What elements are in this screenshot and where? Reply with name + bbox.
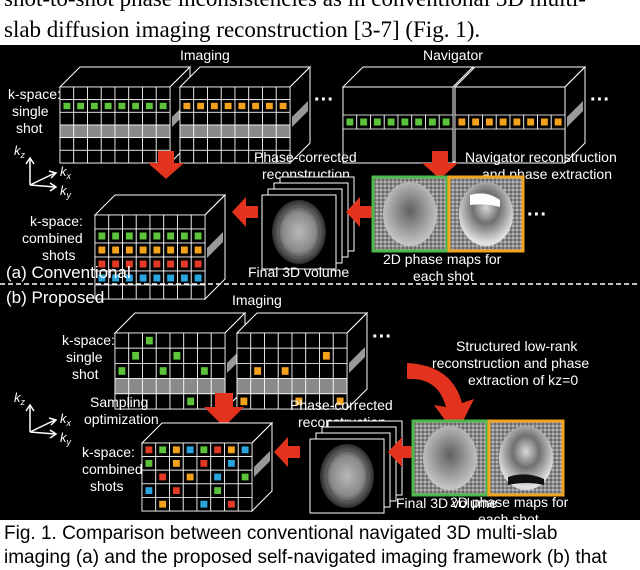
final-volume-label-a: Final 3D volume xyxy=(248,264,349,280)
panel-a-label: (a) Conventional xyxy=(6,263,131,282)
figure-caption-line-2: imaging (a) and the proposed self-naviga… xyxy=(4,547,608,568)
structured-lowrank-label: Structured low-rank reconstruction and p… xyxy=(432,338,593,388)
axes-icon-b xyxy=(25,403,58,439)
arrow-left-a2 xyxy=(346,197,372,227)
kspace-combined-block-a xyxy=(93,193,227,301)
phase-map-b2 xyxy=(487,419,565,497)
kspace-grid-a1 xyxy=(59,86,171,164)
kspace-grid-a2 xyxy=(179,86,291,164)
figure-1: Imaging Navigator ··· xyxy=(0,45,640,520)
phase-map-a1 xyxy=(371,175,449,253)
kx-label-b: kx xyxy=(60,411,72,428)
curved-arrow-b xyxy=(407,363,474,435)
ellipsis-a2: ··· xyxy=(590,89,610,111)
figure-caption-line-1: Fig. 1. Comparison between conventional … xyxy=(4,523,558,544)
navigator-row-1 xyxy=(342,114,454,130)
ellipsis-a1: ··· xyxy=(314,89,334,111)
panel-a-navigator-label: Navigator xyxy=(423,47,483,63)
kspace-block-a2 xyxy=(178,65,312,165)
ellipsis-a3: ··· xyxy=(527,204,547,226)
kspace-single-label-b: k-space: single shot xyxy=(62,332,119,382)
ky-label-b: ky xyxy=(60,430,72,447)
figure-graphic: Imaging Navigator ··· xyxy=(0,47,640,520)
phase-map-a2 xyxy=(447,175,525,253)
kspace-grid-combined-a xyxy=(94,214,206,300)
body-text-line-1: shot-to-shot phase inconsistencies as in… xyxy=(4,0,636,13)
navigator-block-2 xyxy=(453,65,587,165)
ky-label-a: ky xyxy=(60,183,72,200)
final-volume-stack-b xyxy=(309,420,403,514)
panel-b-label: (b) Proposed xyxy=(6,288,104,307)
sampling-optimization-label: Sampling optimization xyxy=(84,394,159,427)
arrow-down-a1 xyxy=(148,151,184,179)
final-volume-label-b: Final 3D volume xyxy=(396,495,497,511)
kspace-combined-label-b: k-space: combined shots xyxy=(82,444,147,494)
kspace-combined-block-b xyxy=(140,421,274,513)
arrow-left-b2 xyxy=(388,437,414,467)
axes-icon-a xyxy=(25,156,58,192)
phase-maps-label-a: 2D phase maps for each shot xyxy=(383,251,505,284)
kspace-grid-b2 xyxy=(236,332,348,410)
kspace-block-b2 xyxy=(235,311,369,411)
kspace-single-label-a: k-space: single shot xyxy=(8,86,65,136)
phase-maps-label-b: 2D phase maps for each shot xyxy=(450,494,572,520)
kspace-grid-combined-b xyxy=(141,442,253,512)
kz-label-b: kz xyxy=(14,390,26,407)
kz-label-a: kz xyxy=(14,143,26,160)
panel-b: (b) Proposed Imaging ··· k-space: single… xyxy=(6,288,593,520)
navigator-row-2 xyxy=(454,114,566,130)
final-volume-stack-a xyxy=(261,176,355,270)
navigator-block-1 xyxy=(341,65,475,165)
arrow-left-a1 xyxy=(232,197,258,227)
kspace-grid-b1 xyxy=(114,332,226,410)
panel-b-imaging-label: Imaging xyxy=(232,292,282,308)
arrow-down-a2 xyxy=(422,151,458,179)
kspace-combined-label-a: k-space: combined shots xyxy=(22,213,87,263)
arrow-down-b1 xyxy=(204,393,244,427)
body-text-line-2: slab diffusion imaging reconstruction [3… xyxy=(4,17,481,42)
phase-map-b1 xyxy=(411,419,489,497)
kx-label-a: kx xyxy=(60,164,72,181)
arrow-left-b1 xyxy=(274,437,300,467)
kspace-block-a1 xyxy=(58,65,192,165)
ellipsis-b1: ··· xyxy=(372,326,392,348)
panel-a-imaging-label: Imaging xyxy=(180,47,230,63)
panel-a: Imaging Navigator ··· xyxy=(6,47,617,301)
